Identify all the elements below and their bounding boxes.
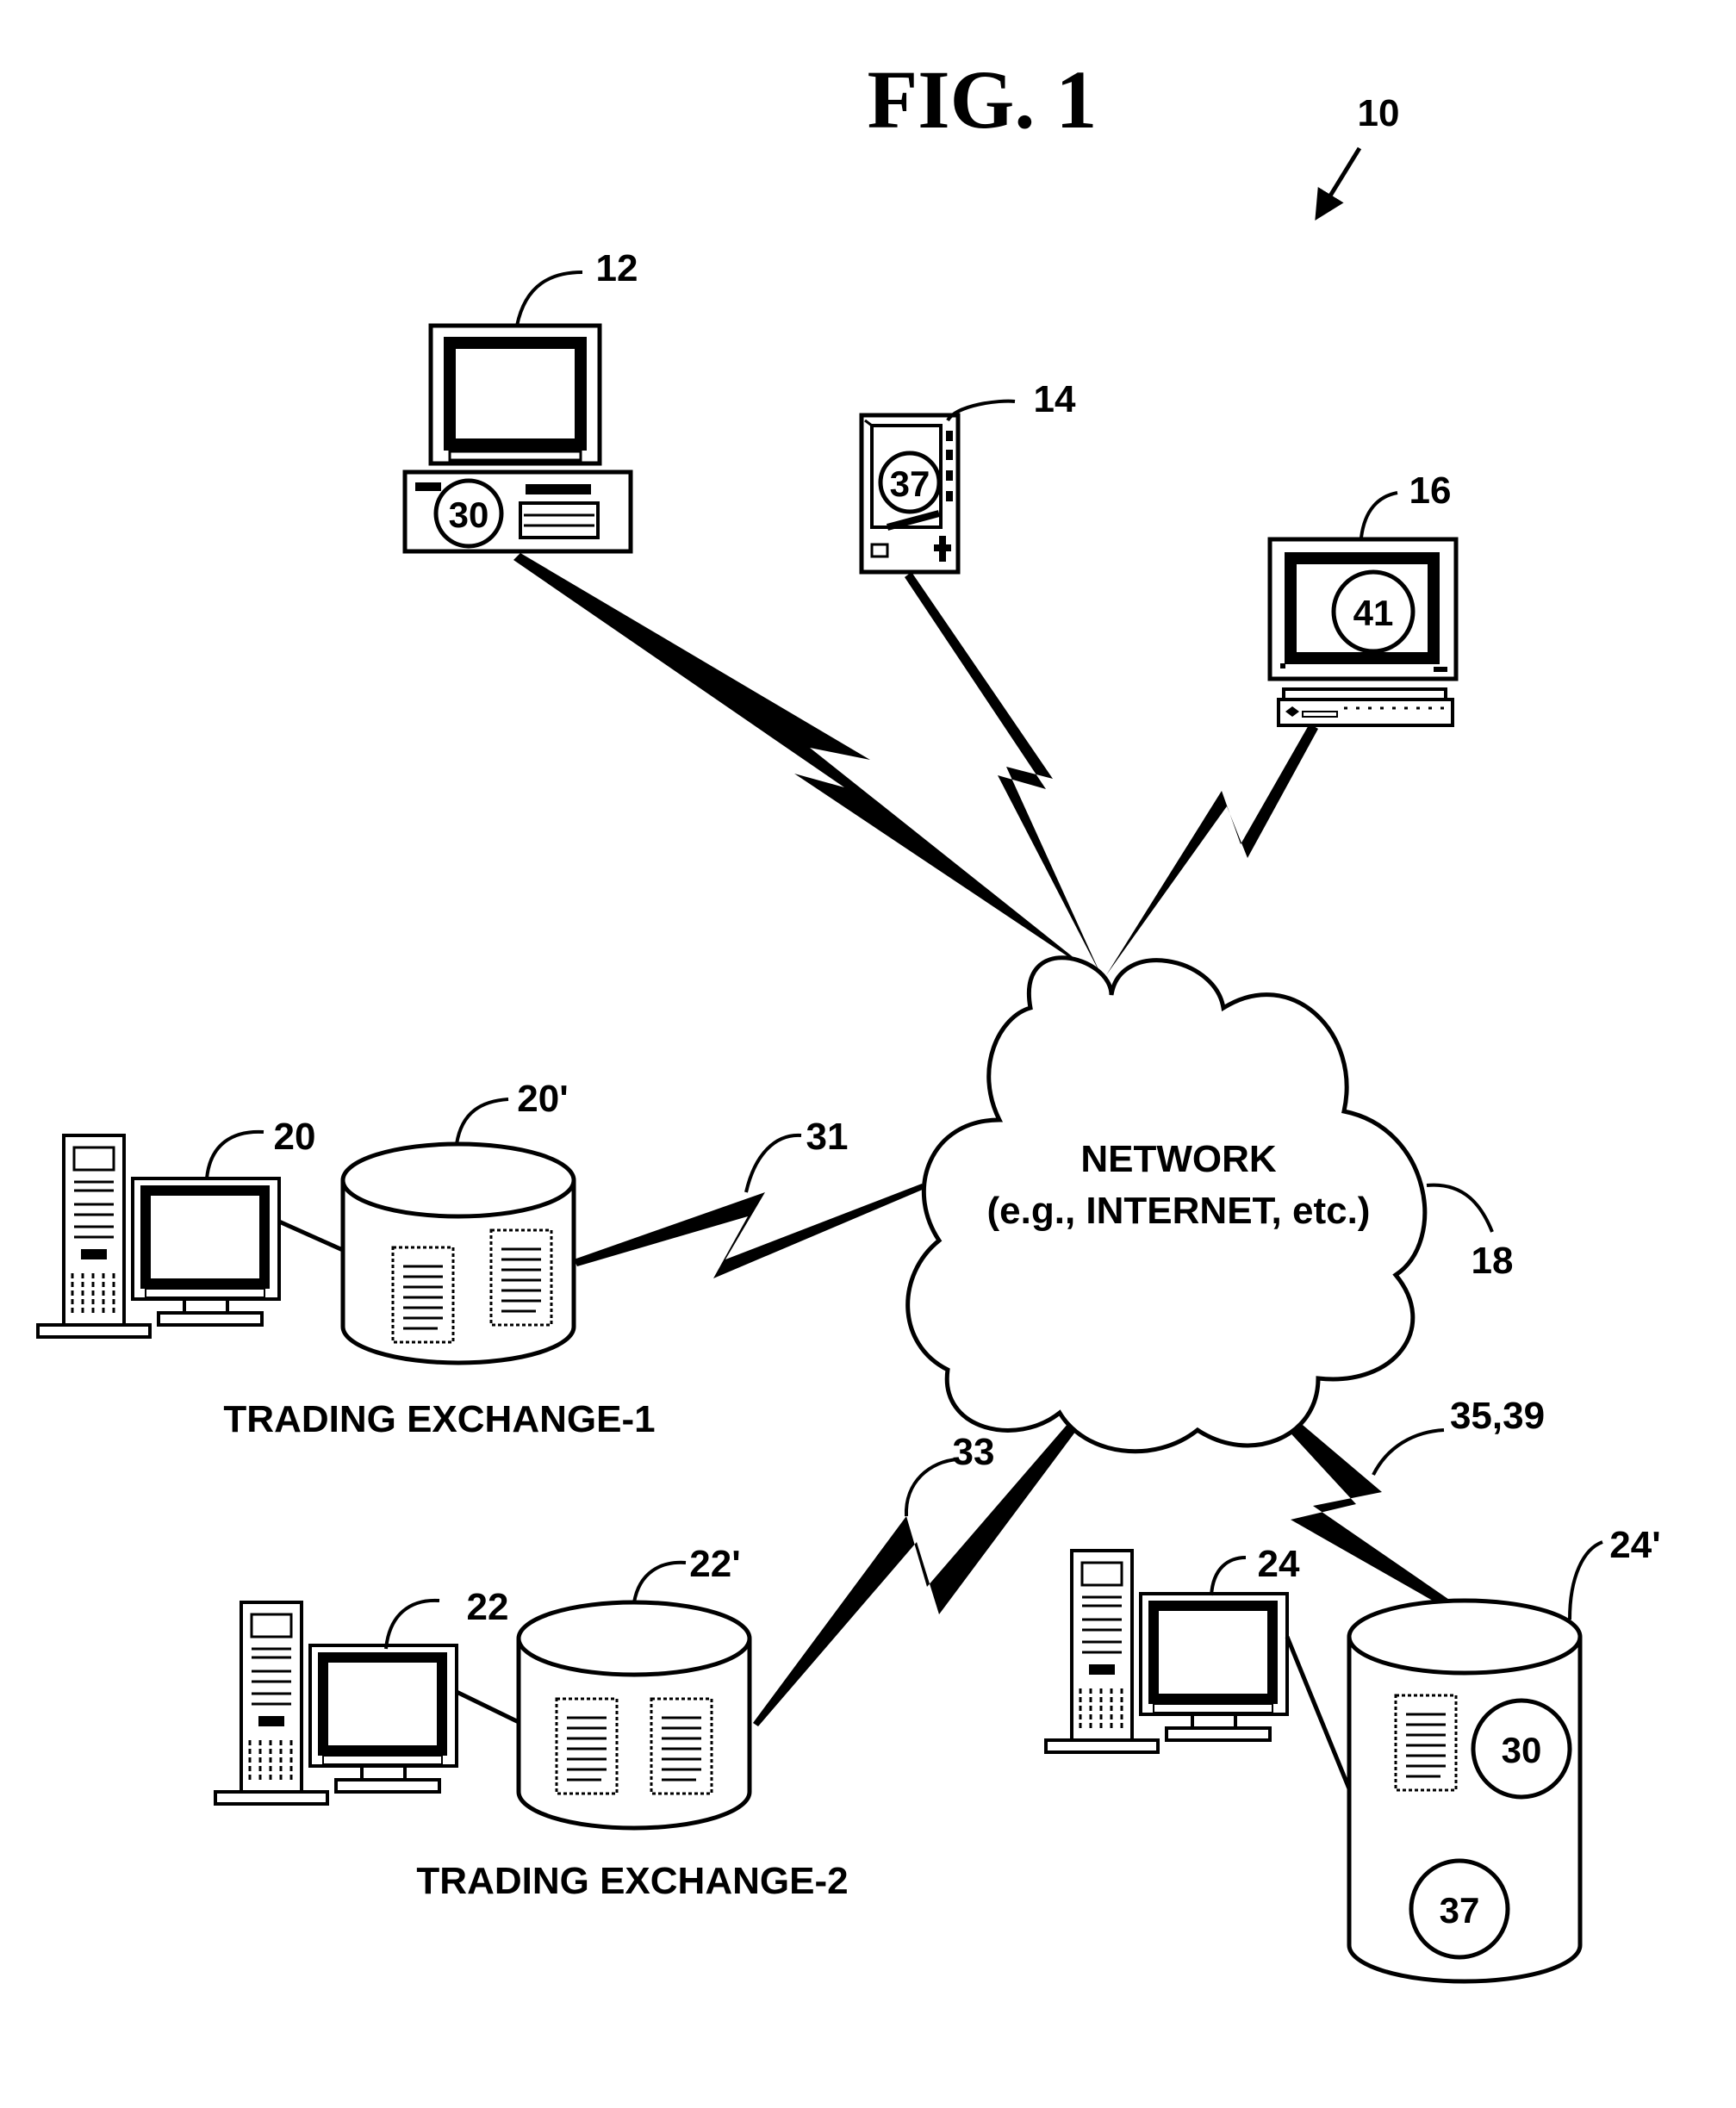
link31-ref-leader [746,1135,801,1192]
network-label: NETWORK [1080,1138,1277,1180]
figure-title: FIG. 1 [868,53,1098,146]
monitor-module-label: 41 [1353,593,1394,633]
server-connector [1287,1637,1356,1806]
system-ref-label: 10 [1358,92,1400,134]
exchange2-label: TRADING EXCHANGE-2 [416,1860,848,1902]
network-ref-label: 18 [1472,1240,1514,1282]
exchange2-database-ref: 22' [689,1543,740,1585]
exchange2-computer-ref-leader [386,1601,439,1649]
link33-ref-leader [906,1459,958,1516]
exchange1-computer-ref-leader [207,1132,264,1178]
link-handheld-network [905,572,1101,975]
exchange1-database-ref: 20' [517,1078,568,1120]
handheld-ref-label: 14 [1034,378,1076,420]
desktop-ref-leader [517,272,582,326]
link-desktop-network [513,553,1096,975]
exchange2-database-ref-leader [634,1563,686,1602]
link31-ref-label: 31 [806,1116,849,1158]
server-module-b-label: 37 [1440,1890,1480,1931]
handheld-module-label: 37 [890,463,930,504]
monitor-ref-leader [1361,493,1397,538]
network-sublabel: (e.g., INTERNET, etc.) [987,1190,1371,1232]
exchange2-database [519,1602,750,1828]
system-ref-arrow [1318,148,1360,215]
network-ref-leader [1427,1185,1492,1232]
exchange2-connector [457,1692,520,1723]
exchange1-database-ref-leader [457,1099,508,1144]
desktop-module-label: 30 [449,494,489,535]
exchange2-computer-ref: 22 [467,1586,509,1628]
exchange1-workstation [38,1135,279,1337]
server-database-ref: 24' [1609,1524,1660,1566]
link35-ref-leader [1373,1430,1444,1475]
server-computer-ref: 24 [1258,1543,1300,1585]
link-monitor-network [1106,724,1318,975]
link33-ref-label: 33 [953,1431,995,1473]
exchange1-computer-ref: 20 [274,1116,316,1158]
link-exchange2-network [753,1385,1106,1726]
link-exchange1-network [574,1184,924,1278]
desktop-ref-label: 12 [596,247,638,289]
desktop-computer [405,326,631,551]
server-computer-ref-leader [1211,1558,1246,1595]
server-database-ref-leader [1570,1542,1602,1620]
exchange2-workstation [215,1602,457,1804]
link35-ref-label: 35,39 [1450,1395,1545,1437]
monitor-ref-label: 16 [1409,469,1452,512]
exchange1-label: TRADING EXCHANGE-1 [223,1398,655,1440]
exchange1-database [343,1144,574,1363]
server-module-a-label: 30 [1502,1730,1542,1770]
exchange1-connector [279,1222,345,1251]
server-workstation [1046,1551,1287,1752]
